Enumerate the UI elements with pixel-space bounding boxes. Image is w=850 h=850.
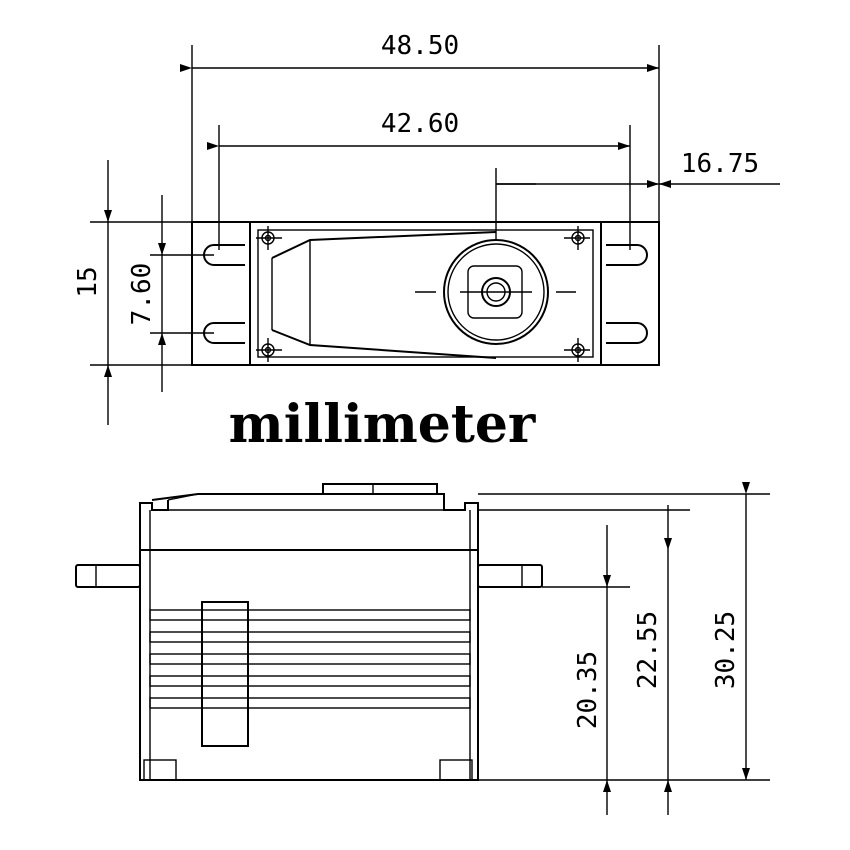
right-mount-tab: [477, 564, 543, 588]
right-upper-mount-slot: [606, 244, 648, 266]
dim-body-top-height: 22.55: [633, 611, 663, 689]
dim-shaft-offset: 16.75: [681, 149, 759, 179]
dim-overall-height: 30.25: [711, 611, 741, 689]
left-mount-tab: [75, 564, 141, 588]
cable-boot: [201, 601, 249, 747]
top-view-case-inner: [257, 229, 594, 358]
right-lower-mount-slot: [606, 322, 648, 344]
servo-horn-arm: [271, 231, 497, 359]
output-shaft-cap: [322, 483, 438, 495]
top-cover: [151, 493, 479, 550]
top-view-flange-outline: [191, 221, 660, 366]
top-view-case-outline: [249, 221, 602, 366]
dim-mount-height: 20.35: [573, 651, 603, 729]
cooling-fins: [149, 609, 471, 709]
side-view: 20.35 22.55 30.25: [75, 482, 770, 815]
dim-mount-hole-spacing: 42.60: [381, 109, 459, 139]
dim-mount-hole-vertical: 7.60: [127, 263, 157, 326]
right-foot: [439, 759, 473, 781]
top-view: 48.50 42.60 16.75 15 7.60: [73, 31, 780, 425]
left-foot: [143, 759, 177, 781]
corner-screws: [256, 226, 590, 362]
dim-body-height: 15: [73, 266, 103, 297]
unit-label: millimeter: [229, 394, 536, 455]
case-body: [139, 549, 479, 781]
dim-overall-width: 48.50: [381, 31, 459, 61]
